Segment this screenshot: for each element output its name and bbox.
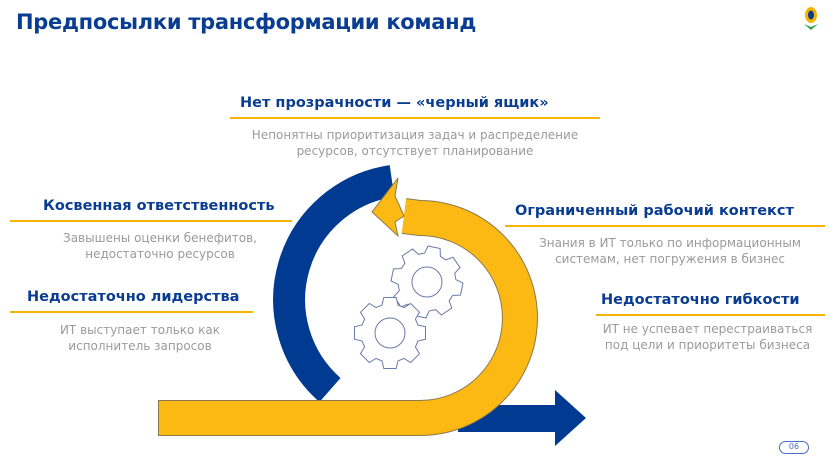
desc-line: Знания в ИТ только по информационным [539, 236, 801, 250]
desc-right1: Знания в ИТ только по информационным сист… [510, 235, 830, 267]
desc-line: ИТ выступает только как [59, 323, 221, 337]
heading-left2: Недостаточно лидерства [27, 289, 240, 305]
gear-icon [354, 297, 426, 369]
divider [505, 225, 825, 227]
gear-icon [390, 245, 464, 319]
blue-arc [273, 165, 395, 403]
gears-icon [354, 245, 464, 369]
desc-right2: ИТ не успевает перестраиваться под цели и… [590, 321, 825, 353]
heading-top: Нет прозрачности — «черный ящик» [240, 95, 549, 111]
desc-line: Непонятны приоритизация задач и распреде… [251, 128, 579, 142]
yellow-arrowhead [371, 177, 405, 238]
desc-top: Непонятны приоритизация задач и распреде… [230, 127, 600, 159]
divider [596, 314, 825, 316]
slide-title: Предпосылки трансформации команд [16, 10, 476, 34]
divider [230, 117, 600, 119]
divider [10, 311, 253, 313]
desc-line: системам, нет погружения в бизнес [555, 252, 785, 266]
gear-hole [411, 266, 443, 298]
desc-left1: Завышены оценки бенефитов, недостаточно р… [30, 230, 290, 262]
divider [10, 220, 292, 222]
heading-right1: Ограниченный рабочий контекст [515, 203, 794, 219]
blue-arrow [458, 390, 586, 446]
desc-line: ИТ не успевает перестраиваться [602, 322, 813, 336]
sunflower-logo-icon [804, 7, 818, 30]
desc-line: под цели и приоритеты бизнеса [604, 338, 811, 352]
desc-line: недостаточно ресурсов [85, 247, 235, 261]
desc-line: Завышены оценки бенефитов, [63, 231, 257, 245]
heading-left1: Косвенная ответственность [43, 198, 275, 214]
desc-line: исполнитель запросов [68, 339, 212, 353]
heading-right2: Недостаточно гибкости [601, 292, 800, 308]
yellow-loop [159, 199, 537, 435]
desc-left2: ИТ выступает только как исполнитель запро… [20, 322, 260, 354]
page-number: 06 [779, 441, 809, 454]
desc-line: ресурсов, отсутствует планирование [296, 144, 534, 158]
gear-hole [374, 317, 406, 349]
